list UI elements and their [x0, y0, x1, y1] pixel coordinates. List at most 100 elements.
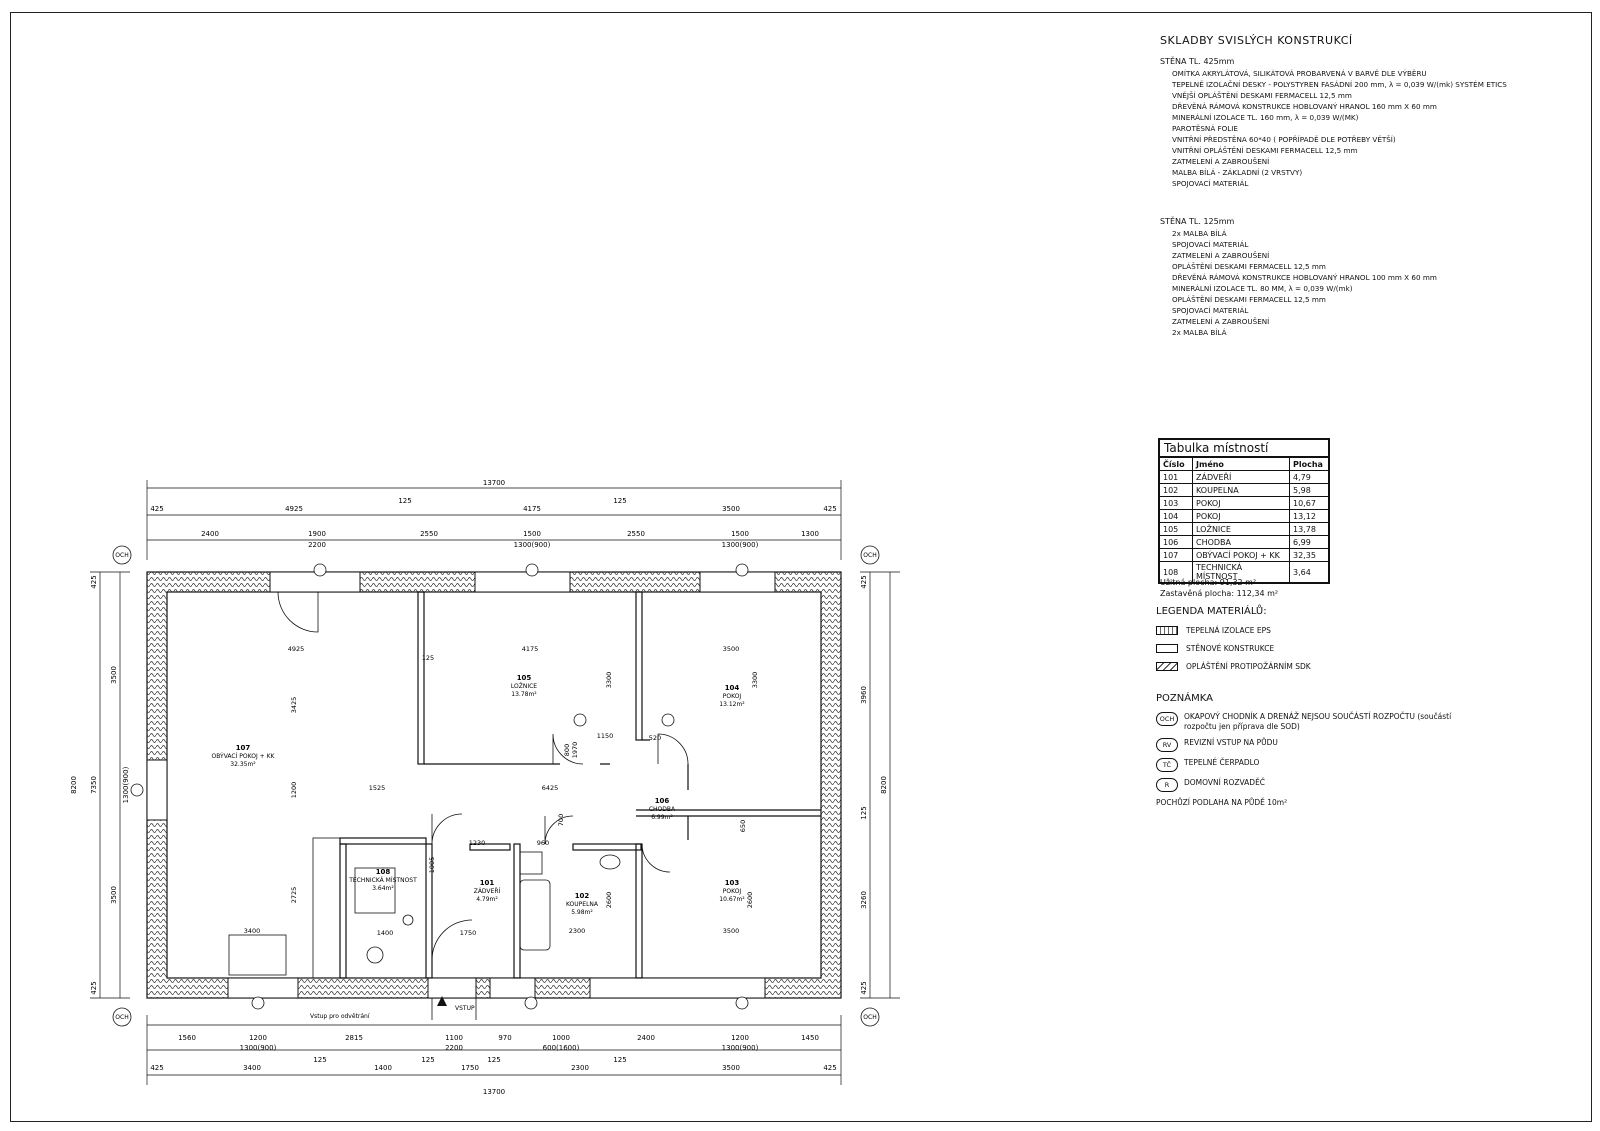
svg-text:103: 103 [725, 879, 740, 887]
cell: CHODBA [1192, 535, 1290, 549]
dim-text: 425 [823, 505, 836, 513]
dim-text: 1970 [571, 742, 579, 759]
dim-text: 960 [537, 839, 549, 847]
dim-text: 1400 [377, 929, 394, 937]
svg-text:KOUPELNA: KOUPELNA [566, 901, 599, 908]
legend-label: STĚNOVÉ KONSTRUKCE [1186, 643, 1275, 653]
svg-text:ZÁDVEŘÍ: ZÁDVEŘÍ [474, 887, 501, 895]
dim-text: 2725 [290, 887, 298, 904]
drawing-frame [10, 12, 1592, 1122]
dim-text: 425 [150, 1064, 163, 1072]
dim-text: 8200 [880, 776, 888, 794]
exterior-wall [146, 571, 842, 999]
cell: TECHNICKÁ MÍSTNOST [1192, 561, 1290, 584]
dim-text: 6425 [542, 784, 559, 792]
dim-text: 3400 [243, 1064, 261, 1072]
cell: 104 [1158, 509, 1193, 523]
svg-text:13.12m²: 13.12m² [719, 701, 745, 708]
svg-text:TECHNICKÁ MÍSTNOST: TECHNICKÁ MÍSTNOST [348, 877, 417, 884]
dimension-lines [90, 480, 900, 1085]
room-104: 104 POKOJ 13.12m² [719, 684, 745, 708]
dim-text: 520 [649, 734, 661, 742]
interior-dimension-texts: 4925 3425 1200 2725 3400 4175 3300 3500 … [244, 645, 759, 937]
svg-text:5.98m²: 5.98m² [571, 909, 593, 916]
layer: VNITŘNÍ OPLÁŠTĚNÍ DESKAMI FERMACELL 12,5… [1172, 146, 1358, 155]
entry-label: VSTUP [455, 1005, 475, 1012]
layer: VNĚJŠÍ OPLÁŠTĚNÍ DESKAMI FERMACELL 12,5 … [1172, 91, 1352, 100]
dim-text: 1200 [731, 1034, 749, 1042]
dim-text: 1000 [552, 1034, 570, 1042]
col-header: Plocha [1289, 456, 1330, 471]
dim-text: 7350 [90, 776, 98, 794]
note-last: POCHŮZÍ PODLAHA NA PŮDĚ 10m² [1156, 798, 1288, 807]
cell: ZÁDVEŘÍ [1192, 470, 1290, 484]
dim-text: 125 [860, 806, 868, 819]
svg-text:102: 102 [575, 892, 590, 900]
svg-text:POKOJ: POKOJ [723, 693, 742, 700]
cell: 101 [1158, 470, 1193, 484]
dim-text: 1500 [731, 530, 749, 538]
dim-text: 3500 [722, 505, 740, 513]
dim-text: 1560 [178, 1034, 196, 1042]
dim-text: 1300(900) [722, 1044, 759, 1052]
dim-text: 1300(900) [514, 541, 551, 549]
dim-text: 13700 [483, 479, 505, 487]
dim-text: 125 [422, 654, 434, 662]
dim-text: 1750 [460, 929, 477, 937]
dim-text: 1300(900) [122, 766, 130, 803]
room-107: 107 OBÝVACÍ POKOJ + KK 32.35m² [212, 744, 276, 768]
note-text: OKAPOVÝ CHODNÍK A DRENÁŽ NEJSOU SOUČÁSTÍ… [1184, 712, 1452, 731]
dim-text: 125 [613, 1056, 626, 1064]
legend-item: STĚNOVÉ KONSTRUKCE [1156, 639, 1576, 657]
cell: 103 [1158, 496, 1193, 510]
layer: ZATMELENÍ A ZABROUŠENÍ [1172, 157, 1270, 166]
dim-text: 2300 [571, 1064, 589, 1072]
svg-text:105: 105 [517, 674, 532, 682]
cell: 107 [1158, 548, 1193, 562]
dim-text: 425 [860, 575, 868, 588]
entry-marker: VSTUP Vstup pro odvětrání [310, 996, 475, 1020]
cell: 5,98 [1289, 483, 1330, 497]
dim-text: 13700 [483, 1088, 505, 1096]
cell: 108 [1158, 561, 1193, 584]
svg-text:4.79m²: 4.79m² [476, 896, 498, 903]
wall-swatch-icon [1156, 643, 1178, 653]
cell: 102 [1158, 483, 1193, 497]
compositions-title: SKLADBY SVISLÝCH KONSTRUKCÍ [1160, 34, 1353, 47]
cell: 10,67 [1289, 496, 1330, 510]
dim-text: 1005 [428, 857, 436, 874]
svg-text:101: 101 [480, 879, 495, 887]
layer: 2x MALBA BÍLÁ [1172, 328, 1227, 337]
layer: ZATMELENÍ A ZABROUŠENÍ [1172, 317, 1270, 326]
layer: 2x MALBA BÍLÁ [1172, 229, 1227, 238]
dim-text: 3960 [860, 686, 868, 704]
axis-markers [112, 545, 880, 1027]
layer: PAROTĚSNÁ FOLIE [1172, 124, 1238, 133]
dim-text: 1450 [801, 1034, 819, 1042]
fixtures [228, 837, 621, 979]
dim-text: 1230 [469, 839, 486, 847]
dim-text: 3300 [605, 672, 613, 689]
floor-plan: OCH OCH OCH OCH 13700 425 4925 125 4175 … [70, 479, 900, 1096]
svg-text:3.64m²: 3.64m² [372, 885, 394, 892]
dim-text: 3500 [110, 666, 118, 684]
cell: 6,99 [1289, 535, 1330, 549]
dim-text: 2600 [746, 892, 754, 909]
eps-swatch-icon [1156, 625, 1178, 635]
och-badge-icon: OCH [1156, 712, 1178, 726]
cell: 13,78 [1289, 522, 1330, 536]
dim-text: 1300(900) [240, 1044, 277, 1052]
legend-label: OPLÁŠTĚNÍ PROTIPOŽÁRNÍM SDK [1186, 661, 1311, 671]
table-header-row: Číslo Jméno Plocha [1158, 456, 1330, 471]
attic-vent-note: Vstup pro odvětrání [310, 1013, 370, 1020]
dim-text: 970 [498, 1034, 511, 1042]
layer: OMÍTKA AKRYLÁTOVÁ, SILIKÁTOVÁ PROBARVENÁ… [1172, 69, 1427, 78]
svg-text:OBÝVACÍ POKOJ + KK: OBÝVACÍ POKOJ + KK [212, 753, 276, 760]
room-101: 101 ZÁDVEŘÍ 4.79m² [474, 879, 501, 903]
col-header: Číslo [1158, 456, 1193, 471]
dim-text: 4925 [288, 645, 305, 653]
dim-text: 2400 [637, 1034, 655, 1042]
